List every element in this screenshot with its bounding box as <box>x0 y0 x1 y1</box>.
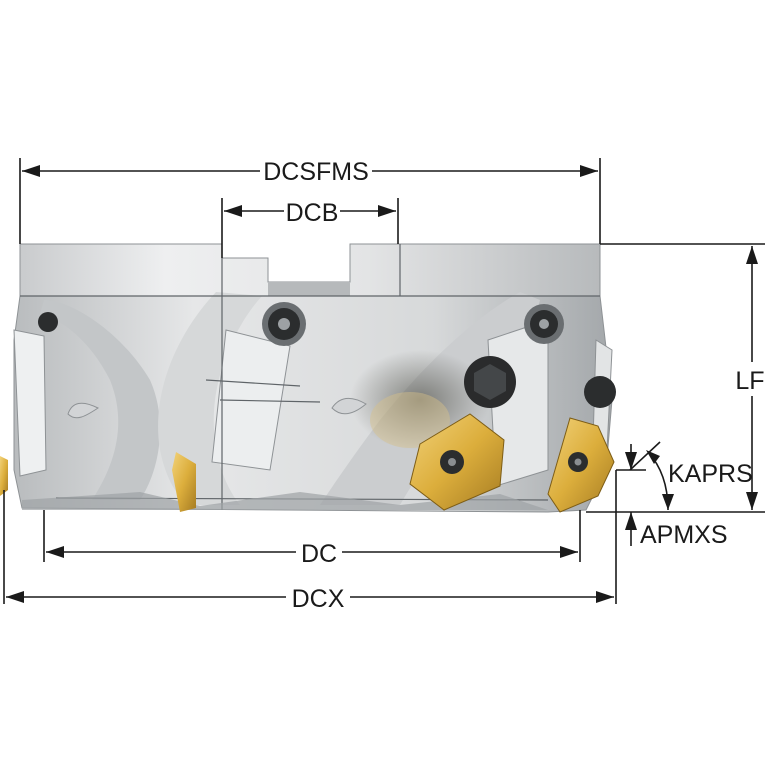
label-dcx: DCX <box>292 585 345 613</box>
kaprs-arrow-top <box>646 450 660 464</box>
torx-screw-icon <box>262 302 306 346</box>
key-slot <box>268 282 350 296</box>
dc-label-bg <box>296 536 342 568</box>
label-dcb: DCB <box>286 199 339 227</box>
apmxs-arrow-top <box>625 452 637 470</box>
inserts <box>0 413 615 513</box>
dcsfms-arrow-left <box>22 165 40 177</box>
cutter-body <box>13 243 613 513</box>
dcb-arrow-left <box>224 205 242 217</box>
dcsfms-label-bg <box>260 154 372 186</box>
dcb-label-bg <box>284 196 340 228</box>
pocket-1 <box>13 329 47 477</box>
dcx-arrow-left <box>6 591 24 603</box>
dc-arrow-right <box>560 546 578 558</box>
coolant-hole-1 <box>67 402 99 419</box>
lf-label-bg <box>734 362 767 396</box>
dimension-lines <box>3 154 767 613</box>
label-dcsfms: DCSFMS <box>263 158 369 186</box>
torx-screw-icon <box>584 376 616 408</box>
torx-screw-icon <box>524 304 564 344</box>
insert-front <box>409 413 505 511</box>
dcsfms-arrow-right <box>580 165 598 177</box>
dc-arrow-left <box>46 546 64 558</box>
torx-screw-icon <box>38 312 58 332</box>
dcb-arrow-right <box>378 205 396 217</box>
apmxs-arrow-bottom <box>625 512 637 530</box>
label-dc: DC <box>301 540 337 568</box>
dcx-arrow-right <box>596 591 614 603</box>
insert-left-2 <box>172 452 196 512</box>
insert-left <box>0 456 8 496</box>
lf-arrow-top <box>746 246 758 264</box>
pocket-2 <box>211 329 291 471</box>
kaprs-arrow-bottom <box>662 494 674 510</box>
hex-screw-icon <box>464 356 516 408</box>
body-edge-lines <box>20 244 600 510</box>
lf-arrow-bottom <box>746 492 758 510</box>
coolant-hole-2 <box>331 398 367 415</box>
label-lf: LF <box>735 367 764 395</box>
dimension-labels: DCSFMS DCB LF KAPRS APMXS DC DCX <box>263 158 764 613</box>
bottom-facets <box>22 492 548 510</box>
flute-1 <box>40 300 161 500</box>
label-apmxs: APMXS <box>640 521 728 549</box>
flute-2 <box>158 292 262 505</box>
insert-right <box>547 417 615 513</box>
dcx-label-bg <box>286 581 350 613</box>
kaprs-ref-line <box>629 441 661 471</box>
coolant-tint <box>370 392 450 448</box>
label-kaprs: KAPRS <box>668 460 753 488</box>
screws <box>38 302 616 408</box>
